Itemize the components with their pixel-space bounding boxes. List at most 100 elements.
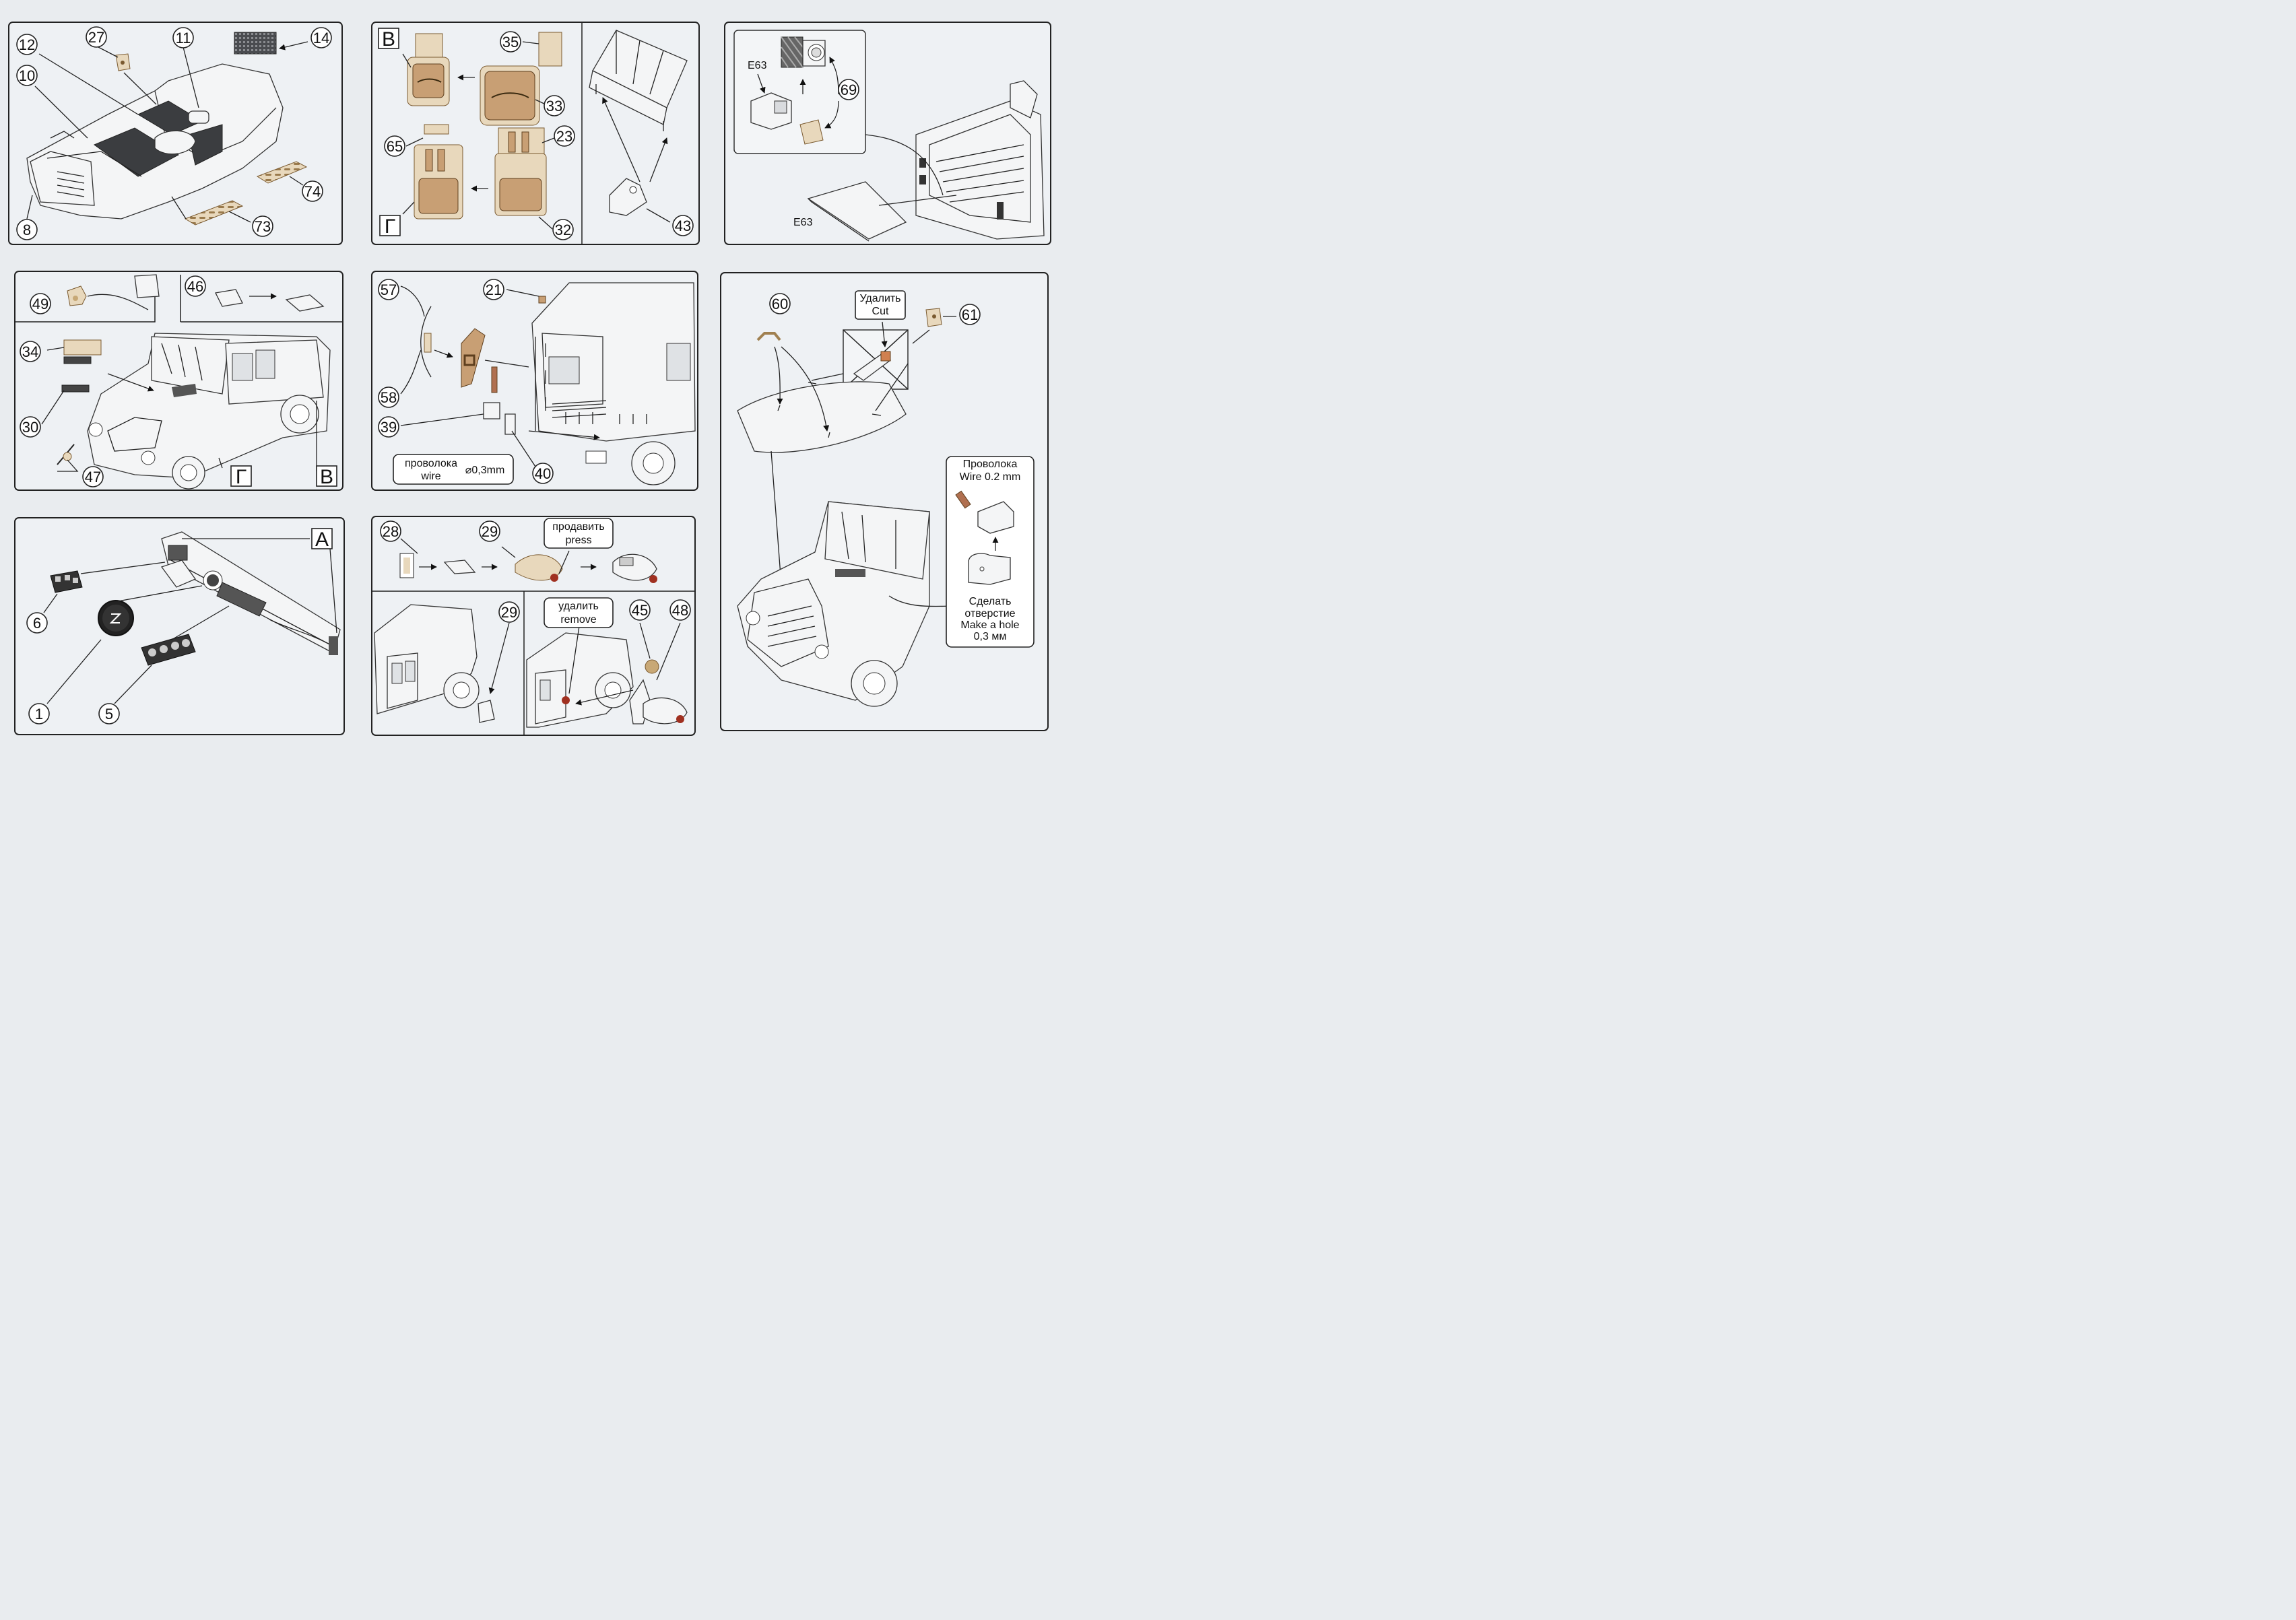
callout-label: 39 (381, 419, 397, 436)
callout-label: 27 (88, 29, 104, 46)
hole-note-ru-1: Сделать (969, 596, 1012, 607)
bracket-part-46 (215, 289, 325, 312)
letter-label: В (382, 28, 395, 50)
step-plate-74 (256, 161, 308, 184)
letter-box-g-2: Г (230, 465, 252, 488)
callout-label: 74 (304, 183, 321, 200)
callout-1: 1 (28, 703, 50, 724)
callout-32: 32 (552, 219, 574, 240)
callout-label: 57 (381, 281, 397, 298)
callout-39: 39 (378, 416, 399, 438)
callout-27: 27 (86, 26, 107, 48)
callout-74: 74 (302, 180, 323, 202)
callout-14: 14 (310, 27, 332, 48)
speedometer-1 (98, 600, 134, 636)
mudflap-top-left (407, 33, 450, 106)
wire2-note-en: Wire 0.2 mm (960, 471, 1021, 483)
wire-note-size: ⌀0,3mm (465, 465, 505, 476)
callout-48: 48 (669, 599, 691, 621)
panel-vehicle-front: 49 46 34 30 47 Г В (14, 271, 343, 491)
callout-34: 34 (20, 341, 41, 362)
letter-box-v: В (378, 28, 399, 50)
panel-rear-bed: E63 69 E63 (724, 22, 1051, 245)
callout-12: 12 (16, 34, 38, 55)
e63-label-top: E63 (748, 60, 767, 71)
hole-note-en: Make a hole (960, 619, 1019, 631)
callout-label: 29 (501, 604, 517, 621)
press-note: продавить press (544, 518, 614, 549)
letter-box-v-2: В (316, 465, 337, 488)
wire2-note-ru: Проволока (963, 459, 1018, 470)
callout-43: 43 (672, 215, 694, 236)
callout-label: 32 (555, 222, 571, 238)
callout-label: 45 (632, 602, 648, 619)
remove-note-en: remove (560, 614, 596, 626)
callout-label: 58 (381, 389, 397, 406)
panel-frame (14, 517, 345, 735)
callout-5: 5 (98, 703, 120, 724)
cut-detail (843, 321, 909, 390)
e63-label-bottom: E63 (793, 217, 813, 228)
vehicle-front-drawing (87, 333, 331, 490)
remove-note-ru: удалить (558, 601, 599, 612)
hinge-part-61 (925, 308, 942, 327)
panel-body-tub: 12 27 11 14 10 74 73 8 (8, 22, 343, 245)
panel-hood: Удалить Cut (720, 272, 1049, 731)
callout-label: 6 (33, 615, 41, 632)
callout-28: 28 (380, 520, 401, 542)
hinge-detail (750, 36, 839, 145)
letter-label: В (320, 466, 333, 488)
callout-65: 65 (384, 135, 405, 157)
gauge-plate-6 (50, 570, 83, 593)
panel-side-parts: продавить press 28 29 29 (371, 516, 696, 736)
grille-parts (61, 339, 102, 393)
cut-note-ru: Удалить (859, 293, 900, 304)
pin-part-39 (483, 366, 500, 419)
hole-note-size: 0,3 мм (974, 631, 1007, 642)
letter-label: Г (385, 215, 395, 238)
panel-rear-tarp: 57 21 58 39 40 проволока wire ⌀0,3mm (371, 271, 698, 491)
callout-label: 34 (22, 343, 38, 360)
callout-29-top: 29 (479, 520, 500, 542)
side-view-left (374, 604, 510, 723)
callout-label: 65 (387, 138, 403, 155)
callout-label: 49 (32, 296, 48, 312)
hook-part-57 (420, 306, 432, 378)
callout-label: 14 (313, 30, 329, 46)
step-plate-73 (184, 200, 244, 226)
letter-box-g: Г (379, 215, 401, 238)
remove-note: удалить remove (544, 597, 614, 628)
callout-21: 21 (483, 279, 504, 300)
panel-dashboard: A (14, 517, 345, 735)
callout-label: 40 (535, 465, 551, 482)
callout-label: 73 (255, 218, 271, 235)
mudflap-bottom-left (414, 124, 463, 220)
callout-label: 8 (23, 222, 31, 238)
callout-label: 33 (546, 98, 562, 114)
callout-60: 60 (769, 293, 791, 314)
letter-box-a: A (311, 528, 333, 551)
panel-mudflaps: В Г (371, 22, 700, 245)
bracket-part-40 (504, 296, 546, 435)
callout-label: 69 (841, 81, 857, 98)
callout-23: 23 (554, 125, 575, 147)
callout-46: 46 (185, 275, 206, 297)
press-note-en: press (565, 535, 591, 546)
letter-label: Г (236, 466, 247, 488)
callout-label: 35 (502, 34, 519, 50)
callout-label: 28 (383, 523, 399, 540)
tarp-vehicle-drawing (531, 282, 696, 485)
wiper-part-47 (57, 444, 75, 465)
callout-30: 30 (20, 416, 41, 438)
wire-note-ru: проволока (405, 458, 457, 469)
wire-note: проволока wire ⌀0,3mm (393, 454, 514, 485)
mudflap-top-right (480, 32, 562, 126)
hole-note-ru-2: отверстие (964, 608, 1015, 619)
step-sequence (399, 538, 657, 583)
callout-8: 8 (16, 219, 38, 240)
callout-label: 12 (19, 36, 35, 53)
dashboard-drawing (160, 531, 341, 655)
mudflap-bottom-right (494, 127, 547, 216)
side-view-right (526, 622, 688, 728)
callout-label: 1 (35, 706, 43, 722)
